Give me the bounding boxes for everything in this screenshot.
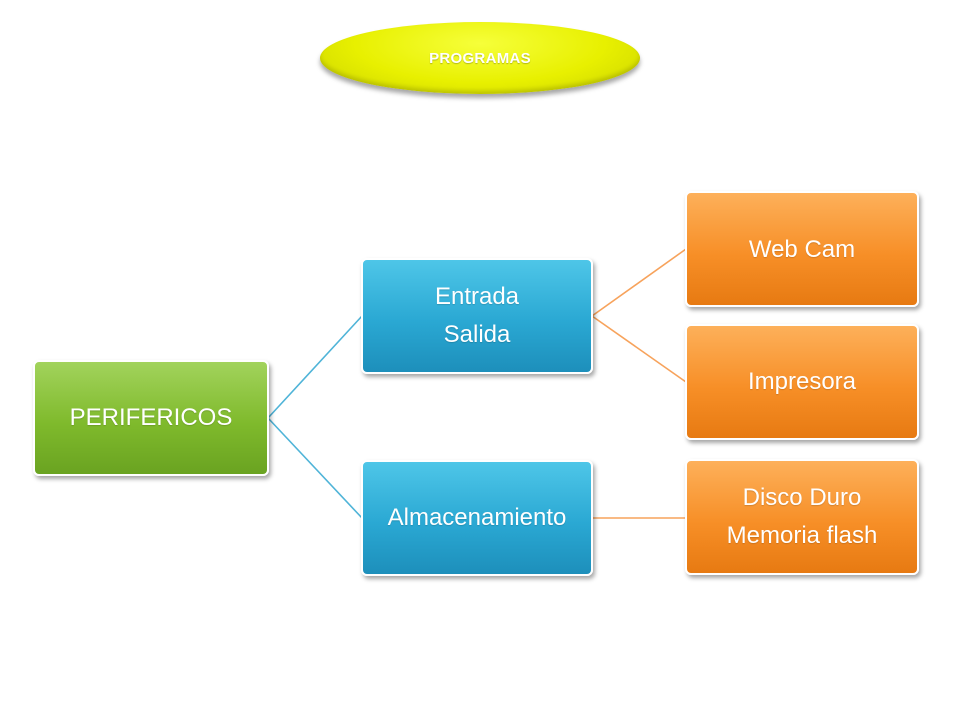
node-memoria-flash-label: Memoria flash: [726, 522, 878, 549]
connector-root-to-storage: [267, 417, 363, 519]
node-web-cam-label: Web Cam: [748, 236, 856, 263]
node-entrada-salida: Entrada Salida: [361, 258, 593, 374]
node-salida-label: Salida: [443, 321, 511, 348]
root-node-perifericos: PERIFERICOS: [33, 360, 269, 476]
node-web-cam: Web Cam: [685, 191, 919, 307]
node-disco-duro-label: Disco Duro: [742, 484, 862, 511]
programas-ellipse: PROGRAMAS: [320, 22, 640, 94]
node-almacenamiento: Almacenamiento: [361, 460, 593, 576]
node-impresora: Impresora: [685, 324, 919, 440]
connector-root-to-io: [267, 315, 363, 419]
connector-io-to-printer: [591, 315, 687, 383]
node-almacenamiento-label: Almacenamiento: [387, 504, 567, 531]
connector-io-to-webcam: [591, 248, 687, 317]
node-disco-duro-memoria: Disco Duro Memoria flash: [685, 459, 919, 575]
node-entrada-label: Entrada: [434, 283, 520, 310]
root-node-label: PERIFERICOS: [69, 404, 233, 431]
node-impresora-label: Impresora: [747, 368, 857, 395]
programas-label: PROGRAMAS: [429, 49, 531, 67]
